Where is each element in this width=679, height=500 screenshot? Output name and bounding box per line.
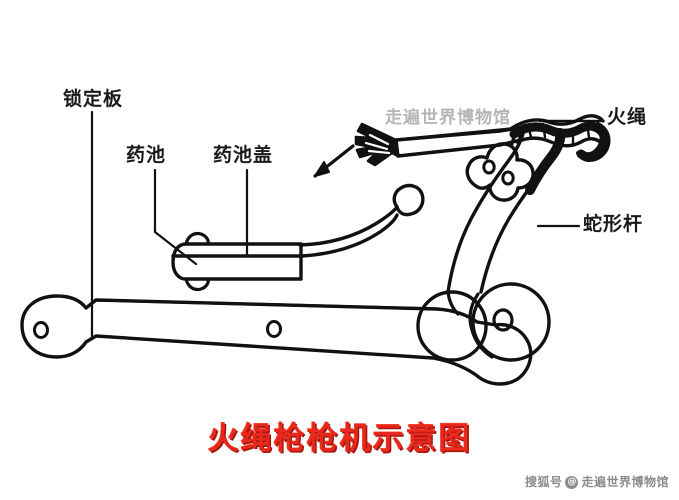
match-cord-upper-edge (510, 114, 605, 130)
serpentine-lower-leg (446, 290, 460, 316)
at-sign-icon: @ (565, 475, 579, 489)
pan-cover-arm-knob (392, 183, 425, 217)
lock-plate-screw-hole-middle (266, 320, 282, 338)
lock-plate-top-edge (94, 298, 439, 311)
lock-plate-outline (20, 294, 533, 386)
watermark-account-name: 走遍世界博物馆 (581, 475, 669, 489)
match-cord-burning-tip (354, 122, 400, 167)
clamp-head-hole-upper (482, 159, 496, 175)
leader-line-pan (153, 168, 198, 266)
label-pan-cover: 药池盖 (213, 144, 274, 166)
match-cord-braid-body (509, 121, 609, 162)
label-pan: 药池 (126, 144, 167, 166)
motion-arrow-icon (313, 144, 355, 178)
label-match-cord: 火绳 (607, 106, 648, 128)
upper-shank-bar (394, 126, 522, 158)
pan-lug-bottom (184, 277, 210, 292)
clamp-head-hole-lower (501, 170, 515, 186)
lock-plate-pivot-boss-right (471, 282, 551, 362)
pan-cover-arm-upper-edge (298, 205, 399, 247)
pan-cover-arm-lower-edge (300, 213, 399, 258)
lock-plate-pivot-boss-left (416, 290, 488, 362)
pivot-screw-hole (492, 308, 514, 332)
upper-shank-bar-top-edge (394, 126, 522, 142)
match-cord-tail (576, 122, 611, 162)
diagram-title: 火绳枪枪机示意图 (207, 421, 472, 457)
label-serpentine: 蛇形杆 (583, 213, 644, 235)
boss-overlap-notch (468, 292, 494, 359)
serpentine-clamp-head (465, 142, 535, 202)
pan-lug-top (184, 231, 210, 246)
label-lock-plate: 锁定板 (63, 88, 124, 110)
watermark-platform-label: 搜狐号 (524, 475, 563, 489)
serpentine-back-edge (446, 126, 526, 294)
match-cord-texture (526, 122, 591, 146)
lock-plate-screw-hole-left (33, 321, 49, 339)
match-cord-lower-edge (515, 136, 604, 148)
footer-watermark: 搜狐号 @ 走遍世界博物馆 (0, 470, 679, 494)
